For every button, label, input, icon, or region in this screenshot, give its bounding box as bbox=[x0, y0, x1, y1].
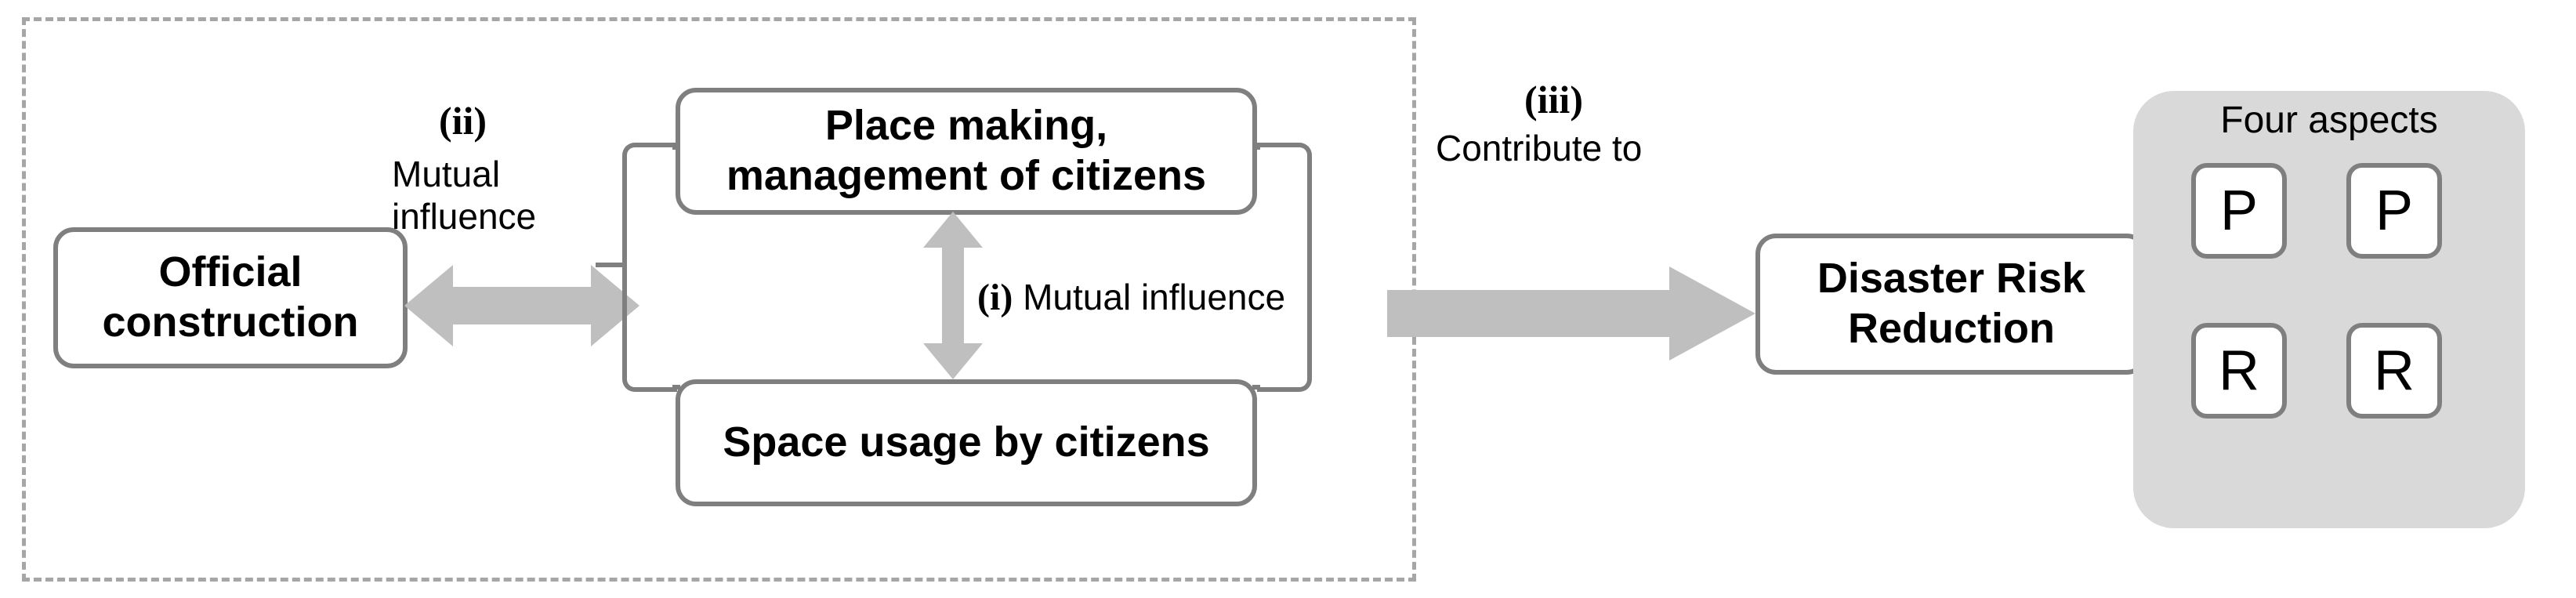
bracket-right bbox=[1257, 143, 1312, 392]
node-official-construction-label: Official construction bbox=[102, 248, 358, 347]
node-place-making-label: Place making, management of citizens bbox=[726, 101, 1206, 201]
four-aspects-title: Four aspects bbox=[2220, 100, 2438, 141]
aspect-box-3[interactable]: R bbox=[2346, 323, 2442, 419]
bidirectional-arrow-icon-i bbox=[923, 212, 983, 379]
bracket-stub-right-bottom bbox=[1252, 385, 1260, 390]
aspect-box-3-label: R bbox=[2374, 339, 2415, 402]
official-construction-line2: construction bbox=[102, 299, 359, 346]
relation-marker-iii: (iii) bbox=[1524, 78, 1583, 121]
bracket-stub-left-mid bbox=[596, 263, 627, 267]
place-making-line1: Place making, bbox=[824, 102, 1108, 150]
node-space-usage[interactable]: Space usage by citizens bbox=[676, 379, 1257, 506]
disaster-risk-line2: Reduction bbox=[1847, 305, 2055, 352]
aspect-box-0[interactable]: P bbox=[2191, 163, 2287, 259]
aspect-box-2-label: R bbox=[2219, 339, 2259, 402]
bracket-stub-left-bottom bbox=[672, 385, 680, 390]
relation-marker-ii: (ii) bbox=[439, 99, 487, 143]
official-construction-line1: Official bbox=[158, 248, 303, 296]
place-making-line2: management of citizens bbox=[726, 152, 1207, 199]
aspect-box-1[interactable]: P bbox=[2346, 163, 2442, 259]
node-place-making[interactable]: Place making, management of citizens bbox=[676, 88, 1257, 215]
relation-label-ii-line1: Mutual bbox=[392, 154, 501, 194]
bidirectional-arrow-icon-ii bbox=[404, 265, 639, 346]
relation-label-ii-line2: influence bbox=[392, 196, 537, 237]
relation-label-i: (i) Mutual influence bbox=[977, 276, 1285, 319]
relation-marker-i: (i) bbox=[977, 277, 1013, 318]
aspect-box-2[interactable]: R bbox=[2191, 323, 2287, 419]
bracket-left bbox=[622, 143, 677, 392]
node-space-usage-label: Space usage by citizens bbox=[723, 419, 1210, 466]
node-official-construction[interactable]: Official construction bbox=[53, 227, 408, 368]
relation-label-iii: Contribute to bbox=[1436, 128, 1643, 169]
aspect-box-1-label: P bbox=[2375, 179, 2414, 242]
four-aspects-panel bbox=[2133, 91, 2525, 528]
arrow-right-icon-iii bbox=[1387, 266, 1755, 361]
relation-label-i-text: Mutual influence bbox=[1023, 277, 1286, 317]
relation-label-ii: Mutual influence bbox=[392, 153, 536, 238]
node-disaster-risk-reduction-label: Disaster Risk Reduction bbox=[1817, 254, 2085, 353]
disaster-risk-line1: Disaster Risk bbox=[1817, 255, 2086, 303]
node-disaster-risk-reduction[interactable]: Disaster Risk Reduction bbox=[1755, 234, 2147, 375]
aspect-box-0-label: P bbox=[2219, 179, 2259, 242]
